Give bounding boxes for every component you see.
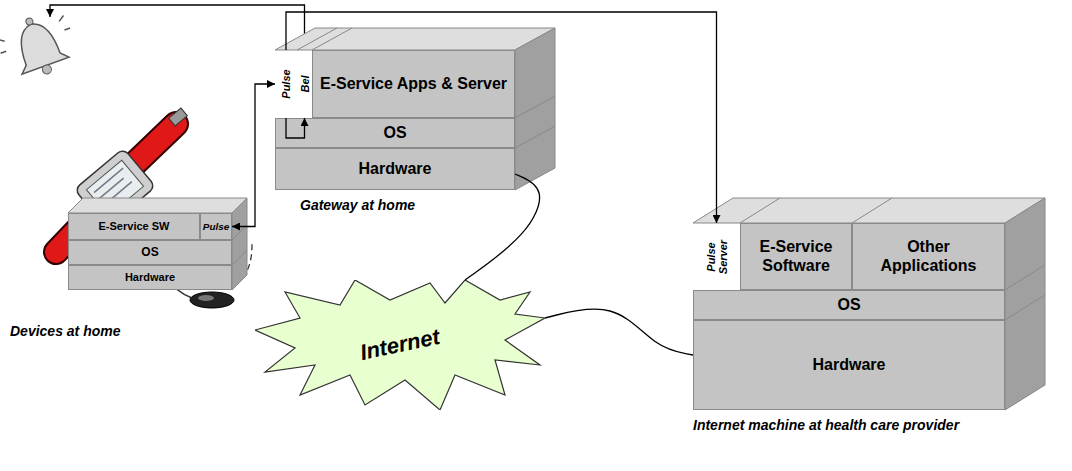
bell-icon — [0, 6, 82, 87]
os-layer: OS — [275, 118, 515, 148]
layer-label: Pulse — [203, 221, 229, 232]
provider-stack-faces — [693, 198, 1045, 410]
os-layer: OS — [68, 240, 232, 265]
bell-module: Bel — [297, 50, 312, 118]
signal-arrow — [286, 118, 305, 138]
layer-label: OS — [141, 246, 158, 260]
provider-stack: Pulse Server E-Service Software Other Appl… — [693, 223, 1005, 410]
gateway-stack-faces — [275, 28, 555, 190]
module-label: Pulse Server — [704, 225, 728, 288]
device-stack-faces — [68, 198, 247, 290]
pulse-module: Pulse — [275, 50, 297, 118]
hardware-layer: Hardware — [693, 320, 1005, 410]
hardware-layer: Hardware — [68, 265, 232, 290]
cloud-shape — [255, 280, 545, 410]
software-layer: E-Service SW — [68, 213, 200, 240]
device-stack: E-Service SWPulseOSHardwareDevices at ho… — [68, 213, 232, 290]
internet-cloud: Internet — [255, 280, 545, 410]
layer-label: Hardware — [359, 160, 432, 178]
hardware-layer: Hardware — [275, 148, 515, 190]
pulse-server-module: Pulse Server — [693, 223, 740, 290]
layer-label: E-Service Software — [747, 238, 845, 275]
pulse-module: Pulse — [200, 213, 232, 240]
signal-arrow — [232, 84, 275, 227]
layer-label: E-Service SW — [99, 220, 170, 233]
network-link — [545, 309, 693, 355]
module-label: Pulse — [280, 52, 292, 116]
stack-caption: Gateway at home — [300, 197, 415, 213]
layer-label: OS — [837, 296, 860, 314]
module-label: Bel — [298, 52, 310, 116]
layer-label: E-Service Apps & Server — [320, 75, 507, 93]
stack-caption: Devices at home — [10, 323, 121, 339]
layer-label: Hardware — [813, 356, 886, 374]
layer-label: OS — [383, 124, 406, 142]
software-layer: E-Service Software — [740, 223, 852, 290]
bell-wire — [50, 5, 305, 50]
gateway-stack: Pulse Bel E-Service Apps & ServerOS Hardwar… — [275, 50, 515, 190]
layer-label: Other Applications — [859, 238, 998, 275]
applications-layer: Other Applications — [852, 223, 1005, 290]
layer-label: Hardware — [125, 271, 175, 284]
os-layer: OS — [693, 290, 1005, 320]
signal-arrow — [286, 12, 717, 223]
stack-caption: Internet machine at health care provider — [693, 417, 959, 433]
software-layer: E-Service Apps & Server — [312, 50, 515, 118]
network-link — [465, 174, 540, 280]
